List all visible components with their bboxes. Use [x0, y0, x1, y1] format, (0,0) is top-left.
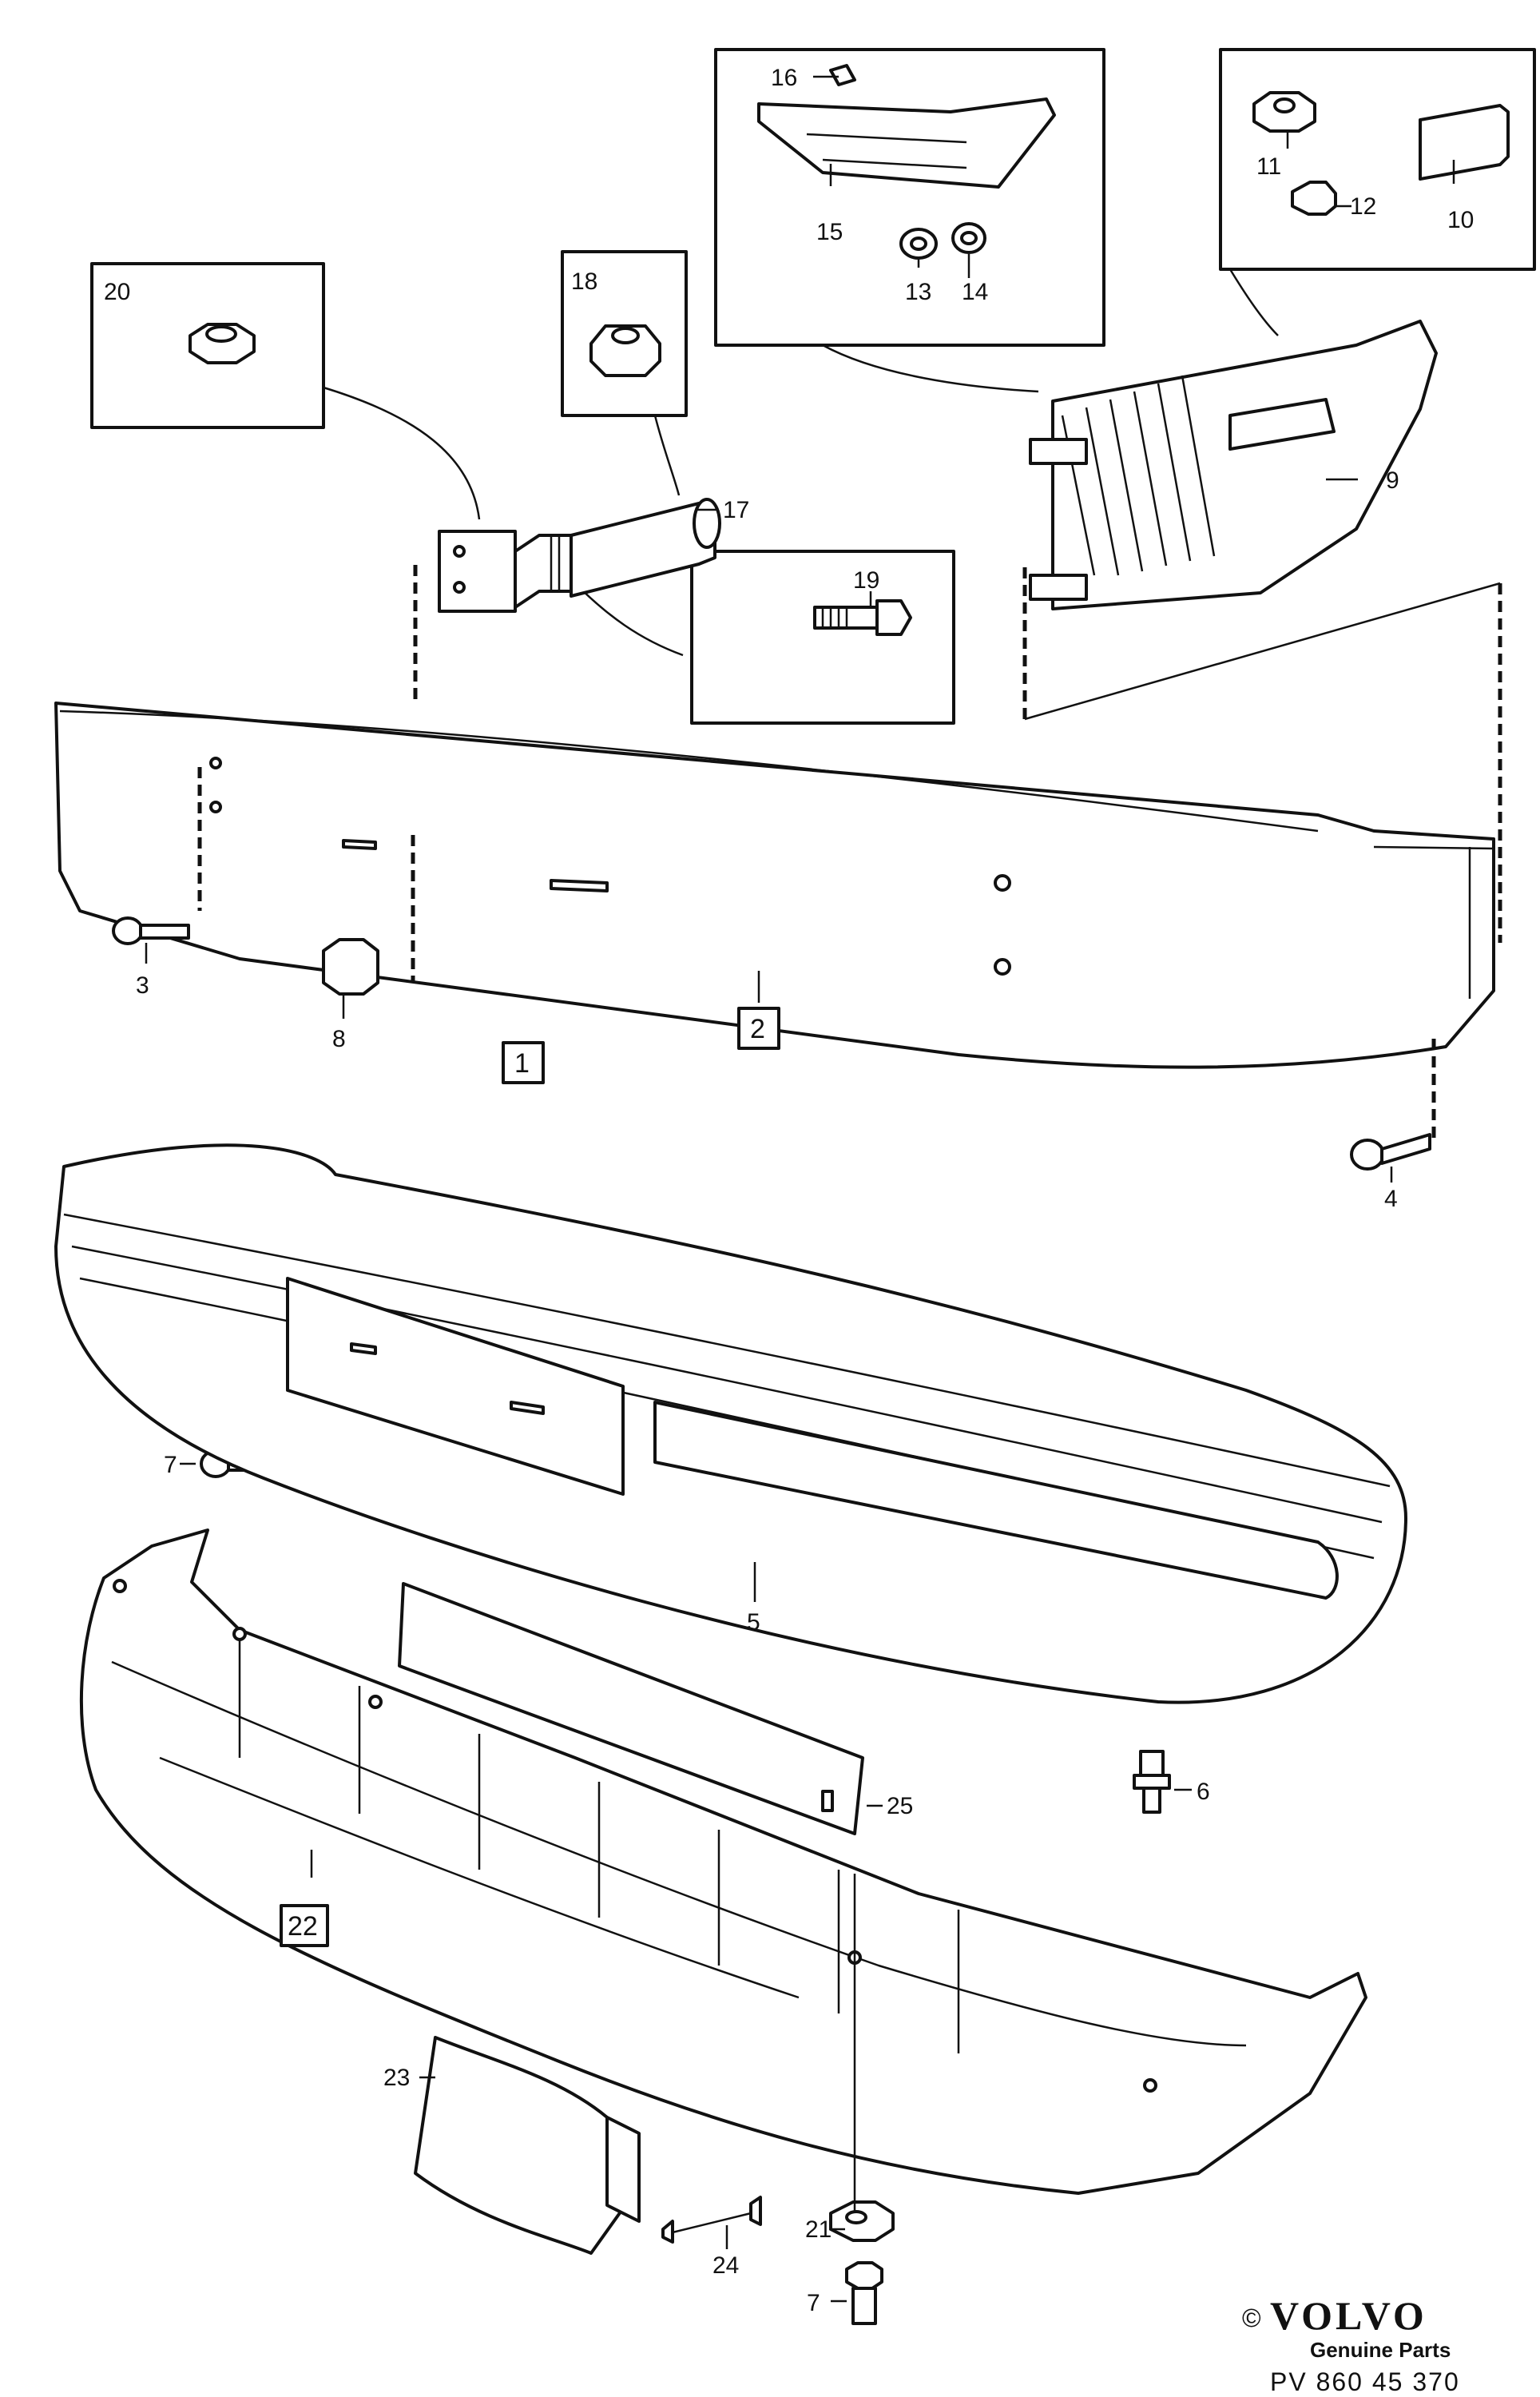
inset-box-13-16 — [714, 48, 1105, 347]
svg-text:1: 1 — [514, 1048, 530, 1079]
clip-icon — [1419, 104, 1510, 181]
bolt-7b-icon — [845, 2261, 883, 2325]
spoiler-part — [79, 1528, 1367, 2195]
rivet-24-icon — [661, 2196, 762, 2244]
end-cap-part — [414, 2036, 641, 2255]
callout-21: 21 — [805, 2216, 832, 2243]
callout-19: 19 — [853, 567, 879, 594]
callout-14: 14 — [962, 279, 988, 305]
inset-box-19 — [690, 550, 955, 725]
copyright-symbol: © — [1242, 2304, 1263, 2332]
clip-nut-8-icon — [322, 938, 379, 996]
callout-24: 24 — [712, 2252, 739, 2279]
flange-nut-icon — [189, 323, 256, 364]
callout-12: 12 — [1350, 193, 1376, 220]
boxed-label-22: 22 — [280, 1904, 329, 1947]
trim-strip-part — [398, 1582, 864, 1835]
inset-box-18 — [561, 250, 688, 417]
callout-25: 25 — [887, 1793, 913, 1819]
callout-3: 3 — [136, 972, 149, 999]
callout-15: 15 — [816, 219, 843, 245]
volvo-brand-mark: © VOLVO Genuine Parts PV 860 45 370 — [1242, 2293, 1460, 2396]
brand-name: VOLVO — [1270, 2293, 1427, 2338]
callout-17: 17 — [723, 497, 749, 523]
callout-16: 16 — [771, 65, 797, 91]
hex-nut-icon — [589, 324, 661, 377]
callout-18: 18 — [571, 268, 597, 295]
callout-10: 10 — [1447, 207, 1474, 233]
callout-11: 11 — [1256, 153, 1281, 180]
inset-box-20 — [90, 262, 325, 429]
bracket-icon — [757, 64, 1056, 189]
clamp-21-icon — [829, 2200, 895, 2242]
bumper-cover-part — [54, 1143, 1407, 1704]
stud-6-icon — [1133, 1750, 1171, 1814]
callout-7b: 7 — [807, 2290, 820, 2316]
callout-13: 13 — [905, 279, 931, 305]
bumper-beam-part — [54, 702, 1495, 1069]
svg-text:2: 2 — [750, 1014, 765, 1044]
callout-6: 6 — [1197, 1779, 1210, 1805]
callout-8: 8 — [332, 1026, 346, 1052]
boxed-label-1: 1 — [502, 1041, 545, 1084]
callout-23: 23 — [383, 2065, 410, 2091]
inset-box-10-12 — [1219, 48, 1536, 271]
bolt-3-icon — [112, 916, 190, 945]
lock-washer-icon — [951, 222, 986, 254]
svg-text:22: 22 — [288, 1911, 318, 1942]
brand-subtitle: Genuine Parts — [1310, 2338, 1451, 2362]
bumper-mount-part — [438, 498, 721, 613]
callout-5: 5 — [747, 1609, 760, 1636]
diagram-code: PV 860 45 370 — [1270, 2367, 1460, 2396]
callout-7: 7 — [164, 1452, 177, 1478]
callout-4: 4 — [1384, 1186, 1398, 1212]
callout-20: 20 — [104, 279, 130, 305]
callout-9: 9 — [1386, 467, 1399, 494]
side-cover-part — [1029, 320, 1438, 610]
screw-icon — [1291, 181, 1337, 216]
bolt-4-icon — [1350, 1133, 1431, 1171]
bolt-icon — [813, 599, 912, 636]
washer-icon — [899, 228, 938, 260]
clip-nut-icon — [1252, 91, 1316, 133]
boxed-label-2: 2 — [737, 1007, 780, 1050]
